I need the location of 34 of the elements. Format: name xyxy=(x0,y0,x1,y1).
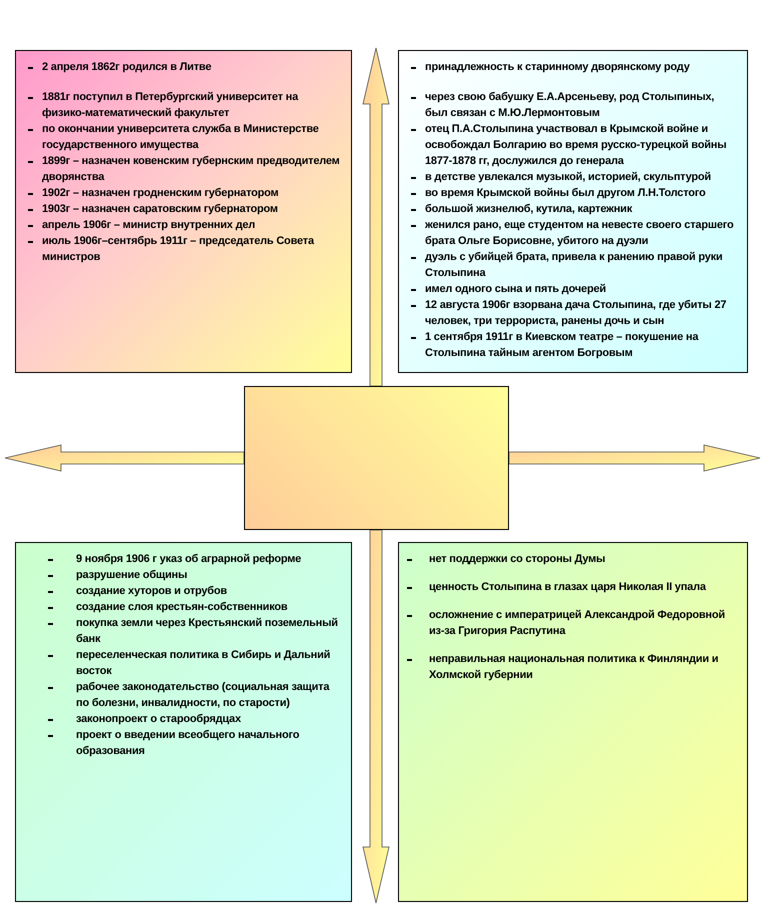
bullet-text: нет поддержки со стороны Думы xyxy=(429,552,606,567)
bullet-text: 12 августа 1906г взорвана дача Столыпина, где убиты 27 человек, три террориста, ранены дочь и сын xyxy=(425,298,728,329)
bullet-text: осложнение с императрицей Александрой Федоровной из-за Григория Распутина xyxy=(429,608,726,639)
bullet-text: имел одного сына и пять дочерей xyxy=(425,282,606,297)
bullet-text: 1 сентября 1911г в Киевском театре – покушение на Столыпина тайным агентом Богровым xyxy=(425,330,700,361)
bullet-text: 9 ноября 1906 г указ об аграрной реформе xyxy=(76,552,302,567)
block-arrow xyxy=(4,444,244,472)
bullet-text: большой жизнелюб, кутила, картежник xyxy=(425,202,632,217)
bullet-text: 1903г – назначен саратовским губернатором xyxy=(42,202,278,217)
bullet-text: неправильная национальная политика к Финляндии и Холмской губернии xyxy=(429,652,720,683)
bullet-text: 2 апреля 1862г родился в Литве xyxy=(42,60,212,75)
block-arrow xyxy=(362,530,390,904)
bullet-text: создание хуторов и отрубов xyxy=(76,584,227,599)
bullet-text: разрушение общины xyxy=(76,568,188,583)
text-card xyxy=(15,542,352,902)
bullet-text: во время Крымской войны был другом Л.Н.Толстого xyxy=(425,186,706,201)
text-card xyxy=(15,50,352,373)
block-arrow xyxy=(508,444,760,472)
bullet-text: июль 1906г–сентябрь 1911г – председатель Совета министров xyxy=(42,234,316,265)
bullet-text: ценность Столыпина в глазах царя Николая II упала xyxy=(429,580,706,595)
bullet-text: в детстве увлекался музыкой, историей, скульптурой xyxy=(425,170,711,185)
bullet-text: по окончании университета служба в Министерстве государственного имущества xyxy=(42,122,320,153)
text-card xyxy=(398,542,748,902)
text-card xyxy=(398,50,748,373)
bullet-text: 1899г – назначен ковенским губернским предводителем дворянства xyxy=(42,154,341,185)
empty-box xyxy=(244,386,509,530)
bullet-text: проект о введении всеобщего начального образования xyxy=(76,728,300,759)
bullet-text: рабочее законодательство (социальная защита по болезни, инвалидности, по старости) xyxy=(76,680,330,711)
block-arrow xyxy=(362,48,390,386)
bullet-text: принадлежность к старинному дворянскому роду xyxy=(425,60,690,75)
bullet-text: 1902г – назначен гродненским губернатором xyxy=(42,186,278,201)
bullet-text: законопроект о старообрядцах xyxy=(76,712,241,727)
bullet-text: апрель 1906г – министр внутренних дел xyxy=(42,218,256,233)
bullet-text: создание слоя крестьян-собственников xyxy=(76,600,288,615)
